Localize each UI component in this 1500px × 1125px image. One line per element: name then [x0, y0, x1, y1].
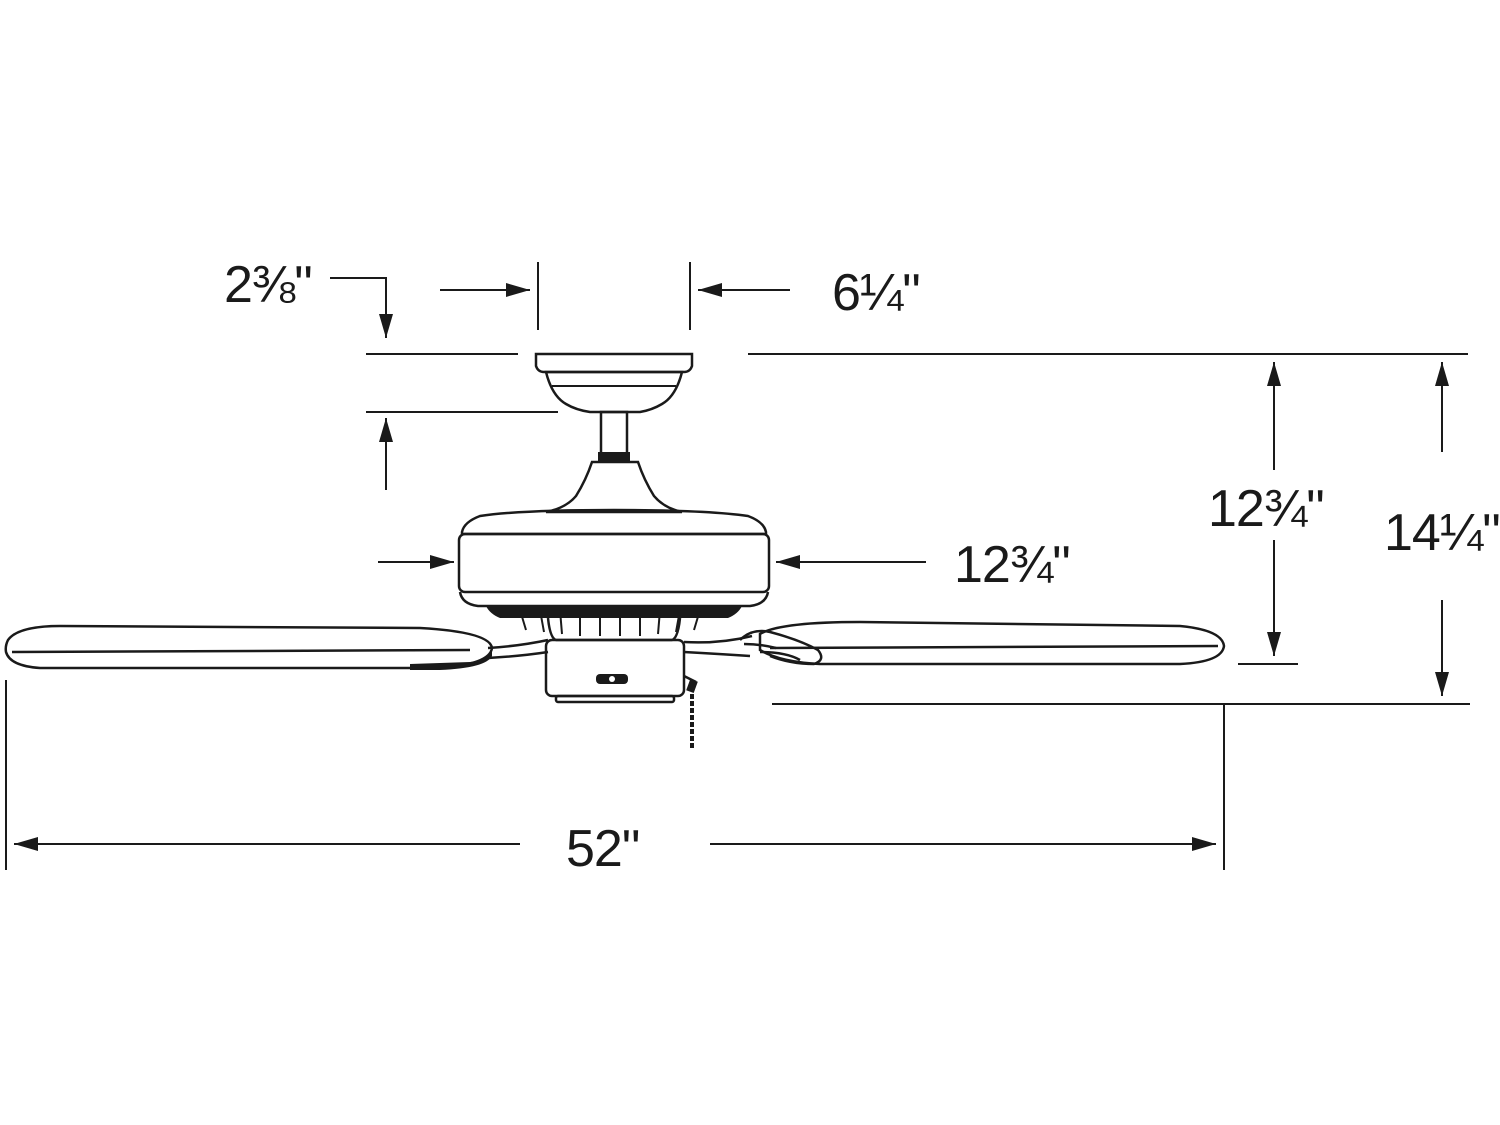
canopy-width-label: 6¼" — [832, 264, 920, 322]
downrod — [598, 410, 630, 462]
overall-height-dimension — [772, 362, 1470, 705]
motor-housing — [457, 460, 771, 642]
motor-vents — [519, 609, 701, 636]
overall-height-label: 14¼" — [1384, 504, 1500, 562]
blade-span-label: 52" — [566, 820, 639, 878]
pull-chain — [683, 674, 698, 748]
left-fan-blade — [4, 624, 549, 670]
canopy-height-dimension — [330, 277, 558, 490]
right-fan-blade — [683, 620, 1226, 666]
switch-housing — [544, 638, 686, 704]
motor-width-label: 12¾" — [954, 536, 1070, 594]
ceiling-to-blade-dimension — [1238, 362, 1298, 665]
ceiling-to-blade-label: 12¾" — [1208, 480, 1324, 538]
ceiling-fan-illustration — [4, 352, 1226, 748]
blade-span-dimension — [5, 680, 1225, 870]
canopy-width-dimension — [440, 262, 790, 330]
canopy-height-label: 2⅜" — [224, 256, 312, 314]
canopy — [534, 352, 694, 414]
